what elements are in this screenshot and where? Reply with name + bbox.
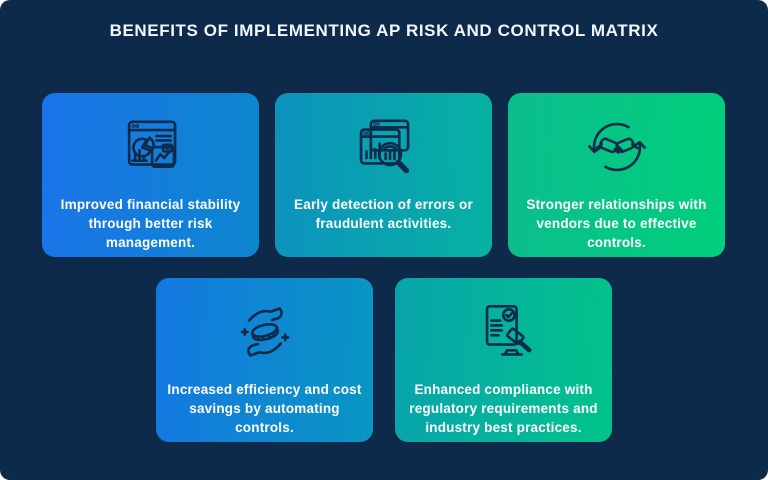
benefit-card-1-text: Improved financial stability through bet… <box>60 197 241 251</box>
benefit-card-3-text: Stronger relationships with vendors due … <box>526 197 707 251</box>
benefit-card-4-text: Increased efficiency and cost savings by… <box>167 382 362 436</box>
chart-magnifier-icon <box>349 111 419 183</box>
hands-coin-icon <box>230 296 300 368</box>
benefit-card-2-text: Early detection of errors or fraudulent … <box>294 197 473 232</box>
page-title: BENEFITS OF IMPLEMENTING AP RISK AND CON… <box>109 21 659 40</box>
handshake-cycle-icon <box>582 111 652 183</box>
analytics-dashboard-icon <box>116 111 186 183</box>
benefit-card-4: Increased efficiency and cost savings by… <box>156 278 373 442</box>
benefit-card-5-text: Enhanced compliance with regulatory requ… <box>409 382 598 436</box>
benefit-card-5: Enhanced compliance with regulatory requ… <box>395 278 612 442</box>
benefit-card-1: Improved financial stability through bet… <box>42 93 259 257</box>
benefit-card-3: Stronger relationships with vendors due … <box>508 93 725 257</box>
benefit-row-bottom: Increased efficiency and cost savings by… <box>156 278 612 442</box>
benefit-row-top: Improved financial stability through bet… <box>42 93 725 257</box>
benefit-card-2: Early detection of errors or fraudulent … <box>275 93 492 257</box>
document-gavel-icon <box>469 296 539 368</box>
